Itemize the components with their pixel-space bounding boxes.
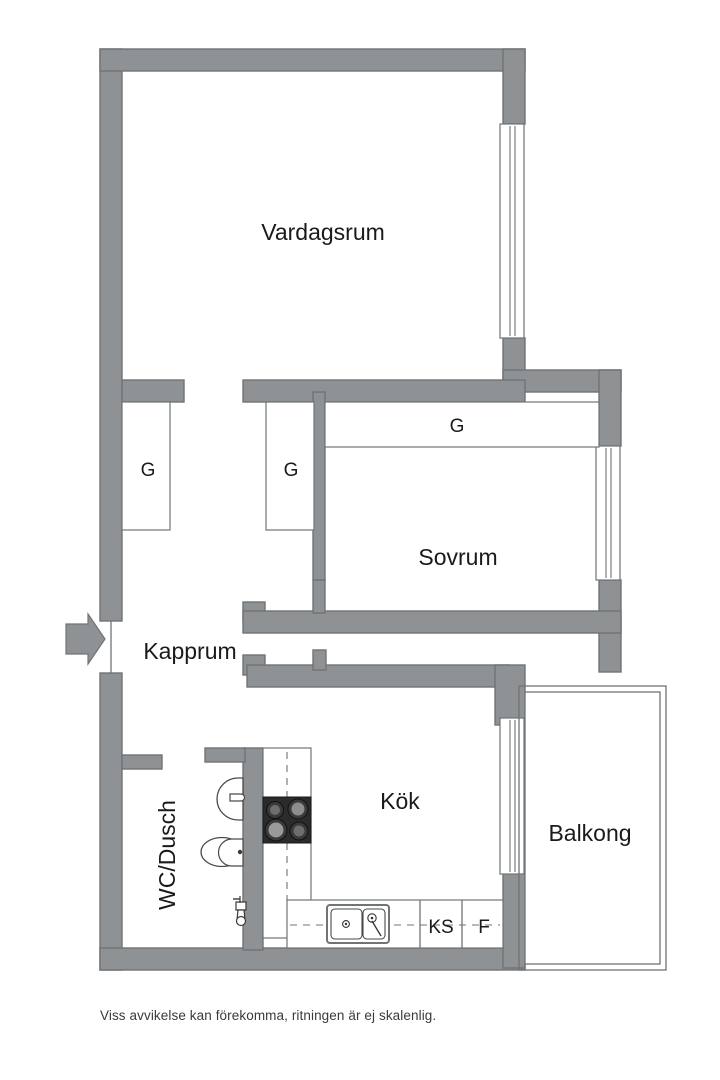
- toilet-icon: [200, 836, 244, 868]
- wall-wc-east-partition: [242, 747, 264, 951]
- room-label-kapprum: Kapprum: [143, 638, 236, 664]
- wall-stub-kapprum-mid: [312, 649, 327, 671]
- wall-kok-east-lower: [502, 871, 526, 969]
- wall-exterior-west-lower: [99, 672, 123, 971]
- wall-wc-west-stub: [121, 754, 163, 770]
- stove-icon: [262, 796, 312, 844]
- closet-group: [121, 401, 600, 531]
- balcony-outline: [518, 685, 667, 971]
- room-label-vardagsrum: Vardagsrum: [261, 219, 385, 245]
- appliance-label-f: F: [478, 917, 490, 938]
- wall-stub-sovrum-south: [312, 579, 326, 614]
- closet-label-hall-left: G: [141, 460, 156, 481]
- wall-hall-north-right: [242, 379, 526, 403]
- disclaimer-caption: Viss avvikelse kan förekomma, ritningen …: [100, 1008, 437, 1023]
- room-label-kok: Kök: [380, 788, 420, 814]
- wall-exterior-south: [99, 947, 526, 971]
- room-label-sovrum: Sovrum: [418, 544, 497, 570]
- room-label-balkong: Balkong: [548, 820, 631, 846]
- closet-hall-right-box: [265, 401, 315, 531]
- counter-horizontal: [286, 899, 504, 949]
- closet-hall-left-box: [121, 401, 171, 531]
- washbasin-icon: [216, 777, 246, 821]
- wall-wc-north-stub: [204, 747, 246, 763]
- appliance-label-ks: KS: [428, 917, 453, 938]
- wall-kapprum-sovrum: [242, 610, 622, 634]
- closet-label-bedroom-top: G: [450, 416, 465, 437]
- wall-hall-bedroom-divider: [312, 391, 326, 581]
- entrance-arrow-icon: [65, 612, 106, 666]
- wall-kapprum-kok: [246, 664, 510, 688]
- wall-exterior-west: [99, 48, 123, 622]
- wall-exterior-north: [99, 48, 526, 72]
- wall-kok-northeast: [494, 664, 526, 726]
- wall-group: [99, 48, 622, 971]
- wall-vardagsrum-south: [121, 379, 185, 403]
- room-label-wc-dusch: WC/Dusch: [154, 800, 180, 910]
- closet-label-hall-right: G: [284, 460, 299, 481]
- wall-vardagsrum-east-upper: [502, 48, 526, 125]
- wall-sovrum-east-upper: [598, 369, 622, 447]
- window-vardagsrum-east: [499, 123, 525, 339]
- window-sovrum-east: [595, 445, 621, 581]
- shower-mixer-icon: [233, 896, 247, 927]
- kitchen-sink-icon: [326, 904, 390, 944]
- window-kok-east: [499, 717, 525, 875]
- closet-bedroom-top-box: [324, 401, 600, 448]
